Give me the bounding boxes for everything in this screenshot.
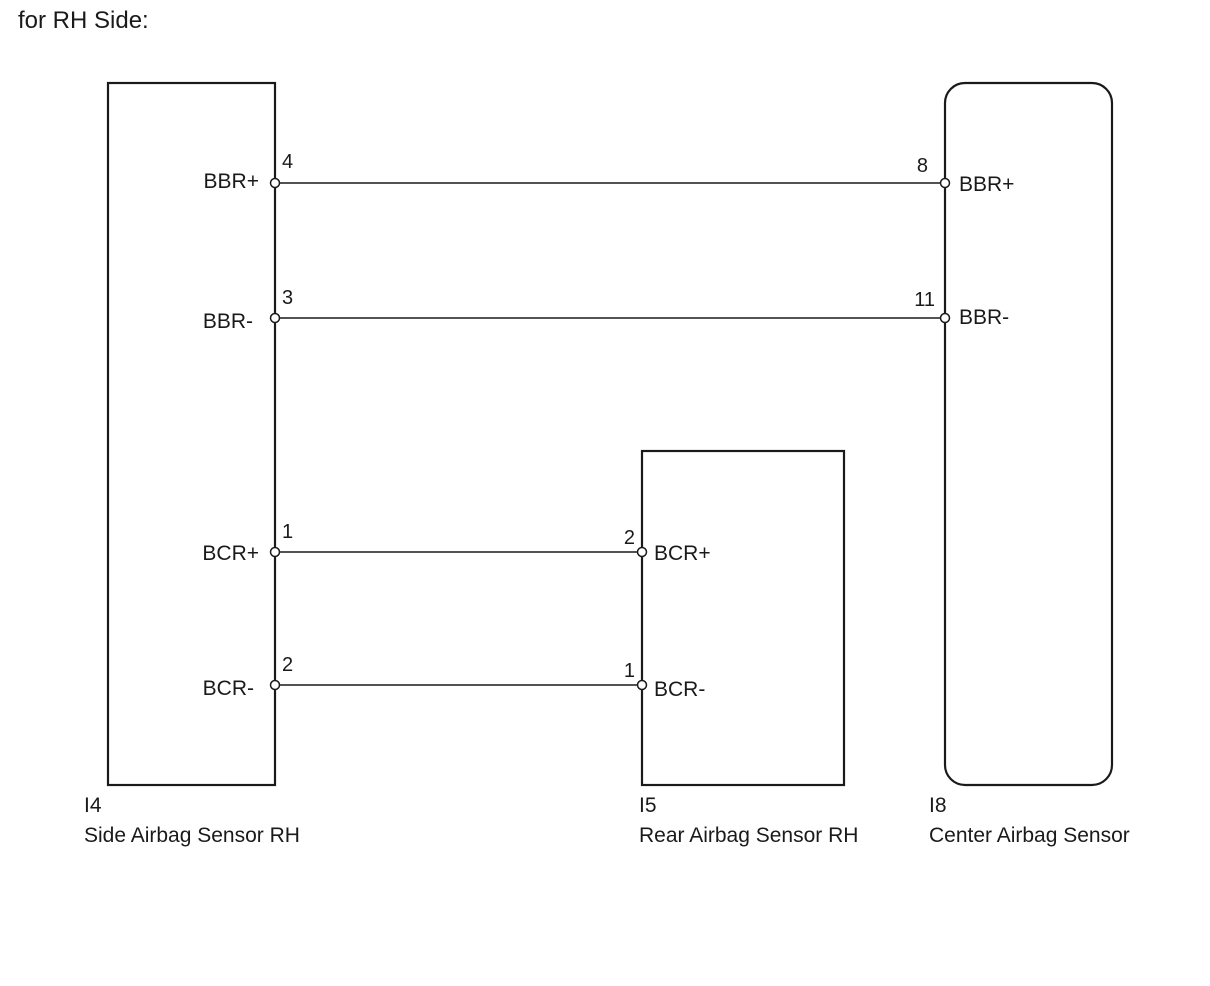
diagram-heading: for RH Side: — [18, 7, 149, 34]
i4-signal-label: BBR- — [203, 310, 253, 333]
terminal-i8-11 — [939, 312, 951, 324]
i8-pin-number: 11 — [914, 289, 935, 311]
terminal-i4-2 — [269, 679, 281, 691]
i4-pin-number: 2 — [282, 654, 293, 676]
i5-signal-label: BCR- — [654, 678, 705, 701]
i4-pin-number: 3 — [282, 287, 293, 309]
i4-pin-number: 1 — [282, 521, 293, 543]
terminal-i4-3 — [269, 312, 281, 324]
center-airbag-sensor-box — [943, 81, 1114, 787]
rear-airbag-sensor-code: I5 — [639, 794, 657, 817]
terminal-i4-1 — [269, 546, 281, 558]
terminal-i5-2 — [636, 546, 648, 558]
i8-signal-label: BBR- — [959, 306, 1009, 329]
side-airbag-sensor-box — [106, 81, 277, 787]
i5-pin-number: 2 — [624, 527, 635, 549]
i4-signal-label: BCR+ — [202, 542, 259, 565]
side-airbag-sensor-name: Side Airbag Sensor RH — [84, 824, 300, 847]
i5-pin-number: 1 — [624, 660, 635, 682]
i4-pin-number: 4 — [282, 151, 293, 173]
rear-airbag-sensor-name: Rear Airbag Sensor RH — [639, 824, 858, 847]
i4-signal-label: BBR+ — [204, 170, 259, 193]
terminal-i5-1 — [636, 679, 648, 691]
center-airbag-sensor-name: Center Airbag Sensor — [929, 824, 1130, 847]
i5-signal-label: BCR+ — [654, 542, 711, 565]
terminal-i8-8 — [939, 177, 951, 189]
side-airbag-sensor-code: I4 — [84, 794, 102, 817]
rear-airbag-sensor-box — [640, 449, 846, 787]
center-airbag-sensor-code: I8 — [929, 794, 947, 817]
terminal-i4-4 — [269, 177, 281, 189]
i8-signal-label: BBR+ — [959, 173, 1014, 196]
i8-pin-number: 8 — [917, 155, 928, 177]
i4-signal-label: BCR- — [203, 677, 254, 700]
